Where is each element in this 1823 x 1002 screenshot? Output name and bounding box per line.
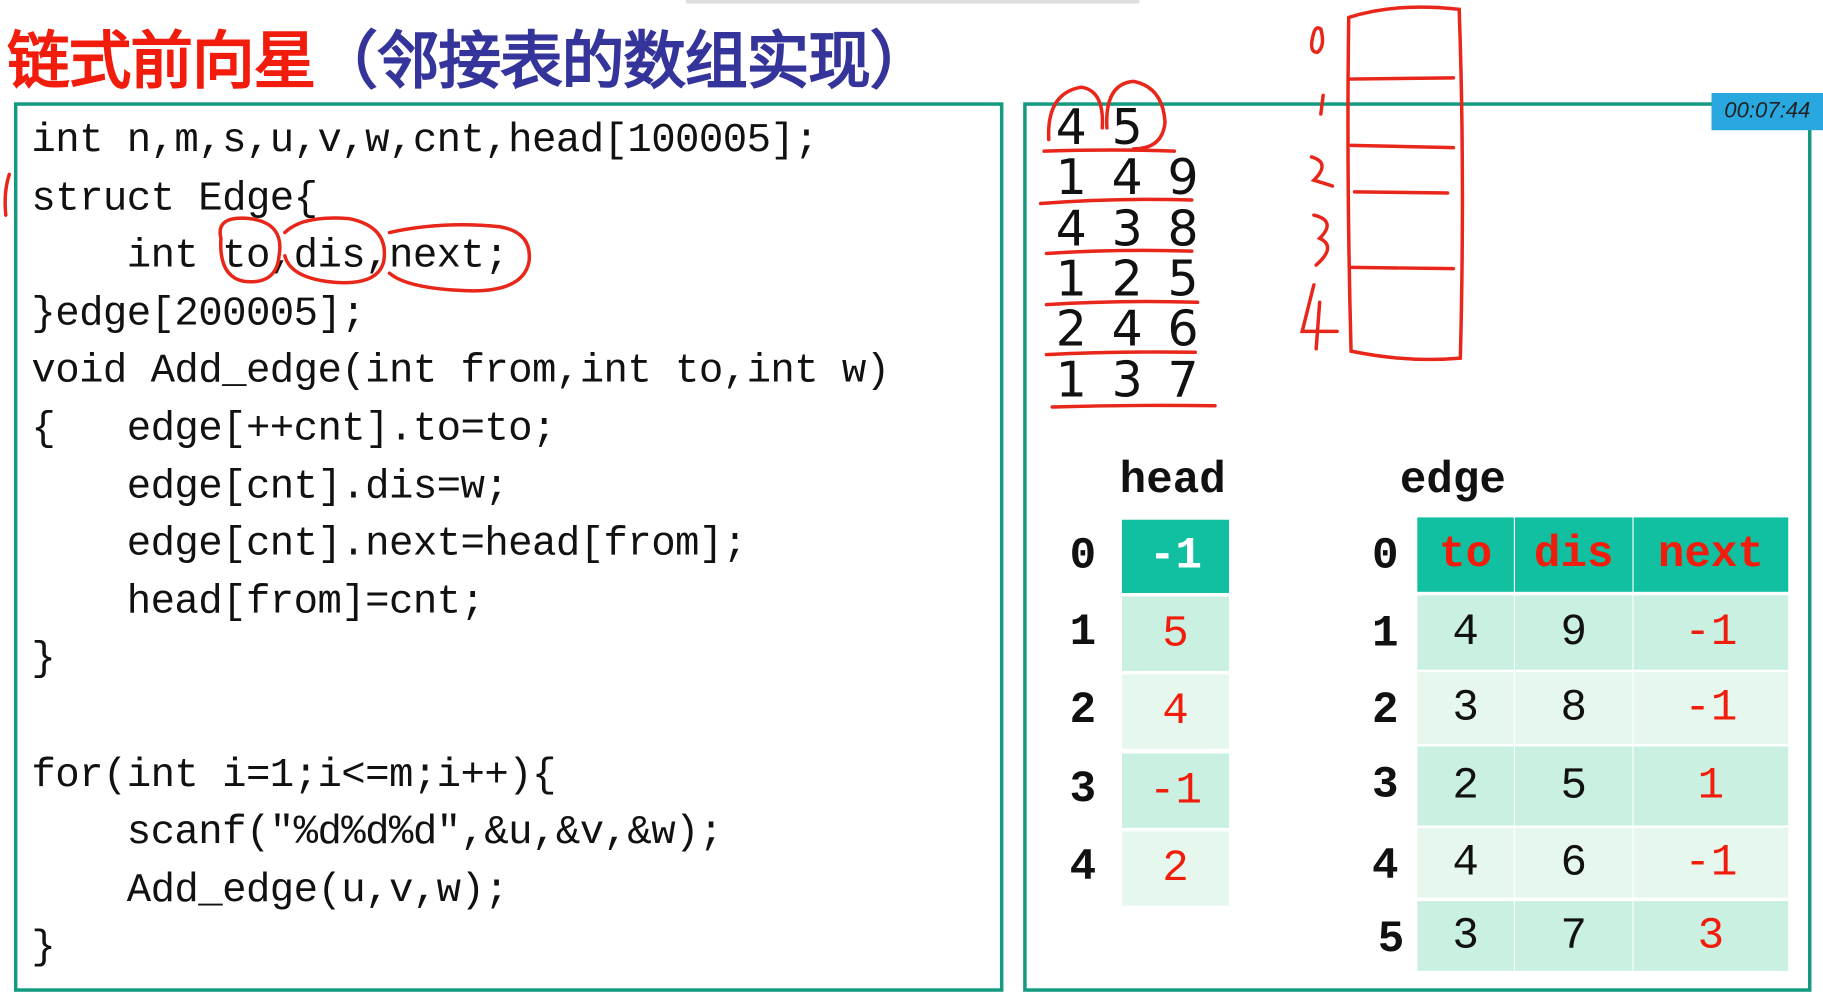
head-label: head xyxy=(1119,455,1226,506)
code-line: Add_edge(u,v,w); xyxy=(31,867,509,914)
edge-cell: 8 xyxy=(1514,672,1633,745)
edge-cell: 6 xyxy=(1514,827,1633,898)
code-line: edge[cnt].dis=w; xyxy=(31,463,509,510)
head-index: 4 xyxy=(1069,842,1097,893)
input-line: 1 4 9 xyxy=(1055,148,1204,206)
video-timestamp: 00:07:44 xyxy=(1711,93,1823,131)
edge-column-header: next xyxy=(1633,517,1789,592)
code-line: edge[cnt].next=head[from]; xyxy=(31,521,747,568)
head-cell: -1 xyxy=(1122,519,1229,593)
edge-cell: 2 xyxy=(1417,746,1514,826)
edge-index: 5 xyxy=(1377,915,1405,966)
input-line: 2 4 6 xyxy=(1055,299,1204,357)
edge-index: 1 xyxy=(1371,609,1399,660)
edge-cell: -1 xyxy=(1633,595,1789,670)
edge-cell: 4 xyxy=(1417,827,1514,898)
head-cell: -1 xyxy=(1122,753,1229,828)
edge-label: edge xyxy=(1399,455,1506,506)
code-panel: int n,m,s,u,v,w,cnt,head[100005]; struct … xyxy=(13,102,1004,992)
input-line: 1 2 5 xyxy=(1055,249,1204,307)
head-index: 3 xyxy=(1069,765,1097,816)
code-line: scanf("%d%d%d",&u,&v,&w); xyxy=(31,809,724,856)
edge-cell: 3 xyxy=(1417,672,1514,745)
edge-cell: -1 xyxy=(1633,827,1789,898)
code-line: } xyxy=(31,636,56,683)
head-index: 1 xyxy=(1069,608,1097,659)
title-main: 链式前向星 xyxy=(6,24,316,98)
title-sub: （邻接表的数组实现） xyxy=(315,24,932,98)
input-line: 4 5 xyxy=(1055,98,1148,156)
edge-column-header: to xyxy=(1417,517,1514,592)
edge-cell: 3 xyxy=(1633,901,1789,971)
edge-column-header: dis xyxy=(1514,517,1633,592)
code-line: }edge[200005]; xyxy=(31,290,366,337)
input-line: 1 3 7 xyxy=(1055,351,1204,409)
edge-index: 3 xyxy=(1371,760,1399,811)
edge-cell: 4 xyxy=(1417,595,1514,670)
head-index: 0 xyxy=(1069,531,1097,582)
edge-cell: 3 xyxy=(1417,901,1514,971)
edge-cell: 5 xyxy=(1514,746,1633,826)
code-line: void Add_edge(int from,int to,int w) xyxy=(31,348,890,395)
code-line: head[from]=cnt; xyxy=(31,578,485,626)
code-line: } xyxy=(31,924,56,972)
edge-cell: 9 xyxy=(1514,595,1633,670)
edge-cell: 7 xyxy=(1514,901,1633,971)
code-line: struct Edge{ xyxy=(31,175,318,222)
edge-cell: -1 xyxy=(1633,672,1789,745)
edge-cell: 1 xyxy=(1633,746,1789,826)
input-line: 4 3 8 xyxy=(1055,199,1204,257)
edge-index: 0 xyxy=(1371,531,1399,582)
edge-index: 4 xyxy=(1371,841,1399,892)
code-line: for(int i=1;i<=m;i++){ xyxy=(31,751,556,799)
edge-index: 2 xyxy=(1371,685,1399,736)
head-cell: 5 xyxy=(1122,596,1229,671)
code-line: int to,dis,next; xyxy=(31,232,509,280)
head-cell: 4 xyxy=(1122,674,1229,749)
code-line: int n,m,s,u,v,w,cnt,head[100005]; xyxy=(31,117,819,164)
slide-title: 链式前向星（邻接表的数组实现） xyxy=(6,9,933,101)
top-bar xyxy=(685,0,1140,4)
code-line: { edge[++cnt].to=to; xyxy=(31,405,556,453)
code-margin-mark xyxy=(3,172,12,217)
head-cell: 2 xyxy=(1122,831,1229,906)
sketch-mark-0 xyxy=(1309,26,1325,55)
head-index: 2 xyxy=(1069,685,1097,736)
